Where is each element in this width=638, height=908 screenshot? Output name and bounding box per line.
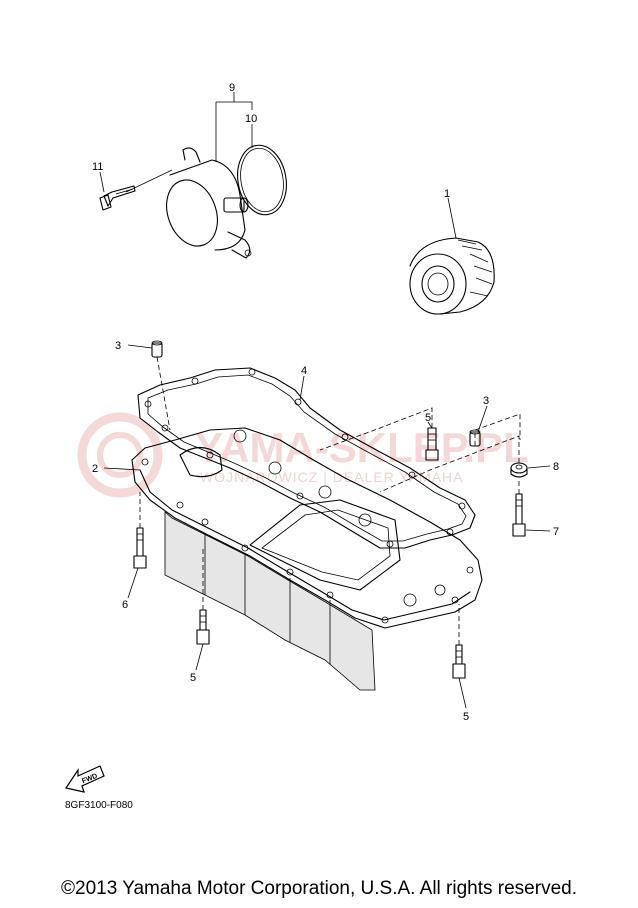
callouts: 9 10 11 1 3 4 5 3 2 8 7 6 5 5 bbox=[92, 82, 559, 723]
callout-2: 2 bbox=[92, 463, 98, 475]
part-10-o-ring bbox=[237, 144, 287, 216]
part-9-oil-cooler bbox=[125, 147, 252, 259]
watermark-sub: WOJNAROWICZ | DEALER YAMAHA bbox=[200, 469, 463, 485]
part-2-oil-pan bbox=[131, 427, 483, 691]
part-5-bolt-right bbox=[452, 644, 466, 679]
part-7-bolt bbox=[512, 493, 526, 537]
part-5-bolt-top bbox=[425, 427, 439, 461]
callout-5-left: 5 bbox=[190, 672, 196, 684]
fwd-arrow-icon: FWD bbox=[65, 765, 105, 793]
part-3-dowel-left bbox=[151, 340, 163, 358]
callout-4: 4 bbox=[301, 365, 307, 377]
callout-6: 6 bbox=[122, 599, 128, 611]
part-1-oil-filter bbox=[409, 237, 495, 315]
callout-10: 10 bbox=[245, 113, 257, 125]
callout-1: 1 bbox=[444, 188, 450, 200]
part-4-gasket bbox=[137, 367, 476, 549]
callout-11: 11 bbox=[92, 161, 103, 173]
callout-5-top: 5 bbox=[425, 412, 431, 424]
part-11-bolt bbox=[99, 185, 136, 211]
part-6-bolt bbox=[133, 527, 147, 569]
assembly-lines bbox=[139, 356, 521, 645]
callout-7: 7 bbox=[553, 526, 559, 538]
diagram-code: 8GF3100-F080 bbox=[65, 800, 133, 811]
callout-8: 8 bbox=[553, 461, 559, 473]
leader-lines bbox=[99, 92, 551, 709]
callout-9: 9 bbox=[229, 82, 235, 94]
callout-3-left: 3 bbox=[115, 340, 121, 352]
callout-3-right: 3 bbox=[483, 395, 489, 407]
copyright-notice: ©2013 Yamaha Motor Corporation, U.S.A. A… bbox=[61, 878, 577, 899]
callout-5-right: 5 bbox=[463, 711, 469, 723]
watermark: YAMA-SKLEP.PL WOJNAROWICZ | DEALER YAMAH… bbox=[77, 412, 529, 498]
part-5-bolt-left bbox=[196, 609, 210, 645]
